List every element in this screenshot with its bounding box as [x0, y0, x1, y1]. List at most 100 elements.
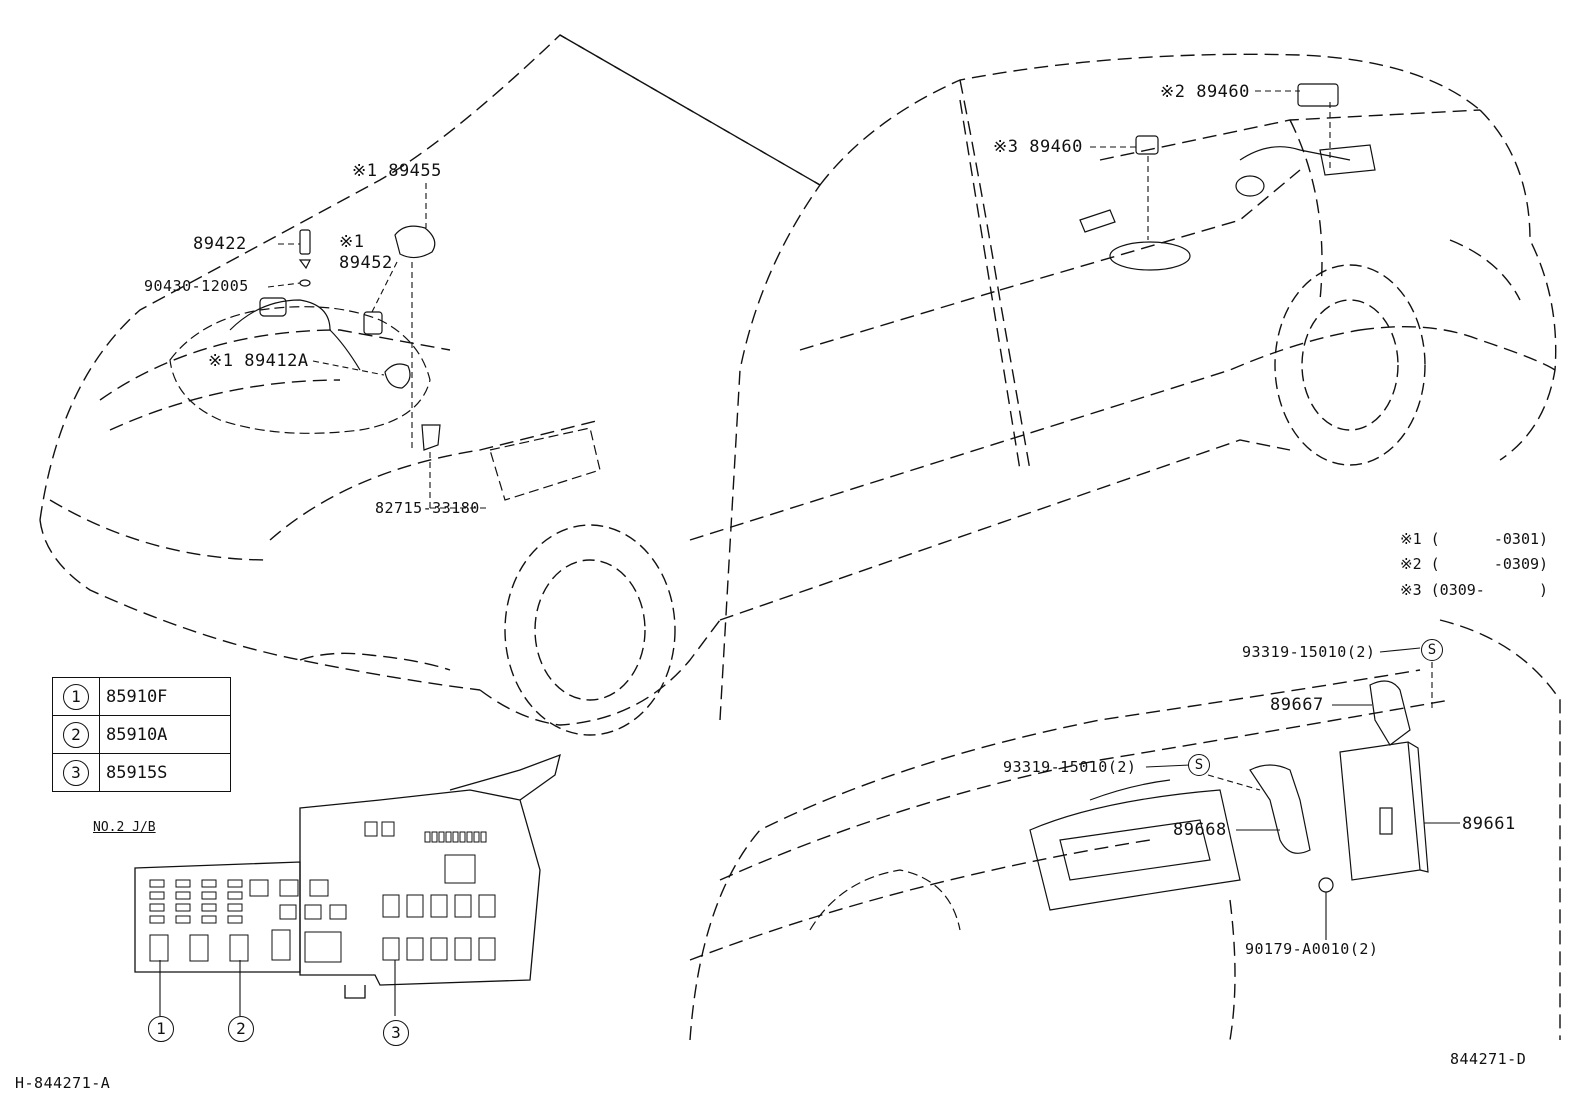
fuse-slot [381, 821, 395, 837]
junction-block-title: NO.2 J/B [93, 820, 156, 835]
fuse-slot [473, 831, 480, 843]
fuse-slot [480, 831, 487, 843]
note-2-range: ( -0309) [1430, 555, 1549, 573]
fuse-slot [445, 831, 452, 843]
jb-marker-2: 2 [228, 1016, 254, 1042]
rear-components [1079, 83, 1376, 271]
fuse-slot [201, 891, 217, 900]
car-outline [39, 34, 1557, 726]
fuse-slot [227, 903, 243, 912]
fuse-slot [431, 831, 438, 843]
fuse-slot [382, 894, 400, 918]
fuse-slot [189, 934, 209, 962]
fuse-slot [201, 915, 217, 924]
fuse-slot [478, 894, 496, 918]
jb-marker-3: 3 [383, 1020, 409, 1046]
fuse-slot [149, 879, 165, 888]
fuse-slot [452, 831, 459, 843]
legend-num-1: 1 [63, 683, 89, 710]
junction-block [134, 753, 561, 999]
fuse-slot [227, 891, 243, 900]
fuse-slot [175, 915, 191, 924]
dashboard-leaders [1145, 647, 1460, 940]
fuse-slot [382, 937, 400, 961]
note-3-mark: ※3 [1400, 581, 1422, 599]
fuse-slot [175, 903, 191, 912]
callout-89460-3: ※3 89460 [993, 137, 1083, 157]
engine-parts [169, 225, 601, 501]
fuse-slot [454, 937, 472, 961]
fuse-slot [279, 879, 299, 897]
legend-row: 2 85910A [52, 715, 231, 754]
fuse-slot [271, 929, 291, 961]
fuse-slot [175, 891, 191, 900]
fuse-slot [149, 903, 165, 912]
note-2: ※2 ( -0309) [1400, 555, 1548, 573]
fuse-slot [304, 931, 342, 963]
note-1-range: ( -0301) [1430, 530, 1549, 548]
dashboard-outline [689, 619, 1561, 1041]
callout-89667: 89667 [1270, 695, 1324, 715]
fuse-slot [406, 937, 424, 961]
fuse-slot [466, 831, 473, 843]
callout-89455: ※1 89455 [352, 161, 442, 181]
legend-code-1: 85910F [99, 677, 231, 716]
callout-89661: 89661 [1462, 814, 1516, 834]
legend-code-2: 85910A [99, 715, 231, 754]
callout-89452-mark: ※1 [339, 232, 365, 252]
callout-93319-b: 93319-15010(2) [1003, 758, 1137, 776]
leader-lines [267, 90, 1331, 509]
fuse-slot [430, 894, 448, 918]
s-mark-b: S [1188, 754, 1210, 776]
note-3: ※3 (0309- ) [1400, 581, 1548, 599]
fuse-slot [444, 854, 476, 884]
note-1: ※1 ( -0301) [1400, 530, 1548, 548]
fuse-slot [424, 831, 431, 843]
legend-table: 1 85910F 2 85910A 3 85915S [52, 677, 231, 792]
fuse-slot [201, 903, 217, 912]
note-3-range: (0309- ) [1430, 581, 1549, 599]
fuse-slot [229, 934, 249, 962]
junction-leaders [159, 960, 396, 1016]
callout-90430: 90430-12005 [144, 277, 249, 295]
wheels [504, 264, 1426, 736]
legend-num-2: 2 [63, 721, 89, 748]
fuse-slot [406, 894, 424, 918]
note-2-mark: ※2 [1400, 555, 1422, 573]
callout-89422: 89422 [193, 234, 247, 254]
callout-89668: 89668 [1173, 820, 1227, 840]
legend-row: 1 85910F [52, 677, 231, 716]
fuse-slot [249, 879, 269, 897]
fuse-slot [459, 831, 466, 843]
fuse-slot [309, 879, 329, 897]
junction-block-slots [149, 821, 496, 963]
fuse-slot [430, 937, 448, 961]
dashboard-details [809, 680, 1429, 931]
fuse-slot [454, 894, 472, 918]
fuse-slot [304, 904, 322, 920]
callout-82715: 82715-33180 [375, 499, 480, 517]
footer-right-code: 844271-D [1450, 1050, 1527, 1068]
fuse-slot [149, 915, 165, 924]
fuse-slot [279, 904, 297, 920]
fuse-slot [227, 915, 243, 924]
fuse-slot [478, 937, 496, 961]
fuse-slot [149, 934, 169, 962]
fuse-slot [149, 891, 165, 900]
legend-num-3: 3 [63, 759, 89, 786]
footer-left-code: H-844271-A [15, 1074, 111, 1092]
fuse-slot [438, 831, 445, 843]
legend-code-3: 85915S [99, 753, 231, 792]
callout-89460-2: ※2 89460 [1160, 82, 1250, 102]
fuse-slot [175, 879, 191, 888]
jb-marker-1: 1 [148, 1016, 174, 1042]
callout-89452: 89452 [339, 253, 393, 273]
fuse-slot [329, 904, 347, 920]
callout-90179: 90179-A0010(2) [1245, 940, 1379, 958]
legend-row: 3 85915S [52, 753, 231, 792]
fuse-slot [364, 821, 378, 837]
callout-89412a: ※1 89412A [208, 351, 309, 371]
s-mark-a: S [1421, 639, 1443, 661]
fuse-slot [227, 879, 243, 888]
